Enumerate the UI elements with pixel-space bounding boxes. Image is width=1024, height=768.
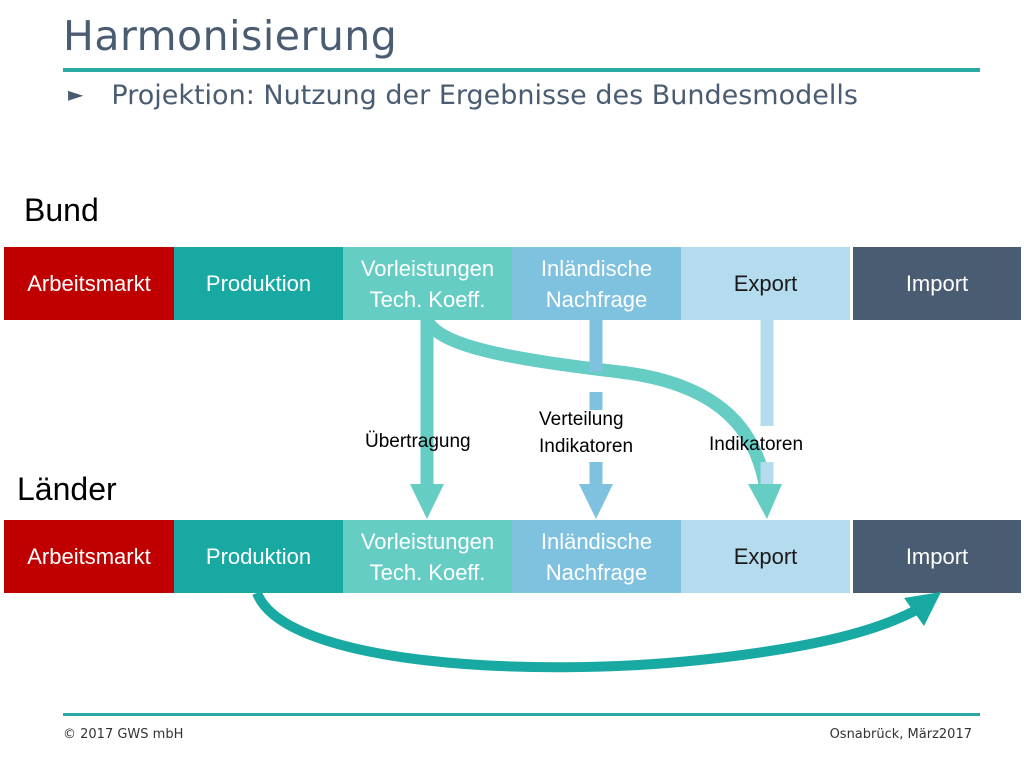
title-underline: [63, 68, 980, 72]
section-label-bund: Bund: [24, 192, 99, 228]
footer-copyright: © 2017 GWS mbH: [63, 727, 184, 742]
bullet-text: Projektion: Nutzung der Ergebnisse des B…: [111, 80, 858, 111]
bund-cell-export: Export: [681, 247, 850, 320]
laender-cell-produktion: Produktion: [174, 520, 343, 593]
laender-cell-import: Import: [853, 520, 1021, 593]
footer-location-date: Osnabrück, März2017: [829, 727, 972, 742]
arrow-uebertragung: [410, 320, 444, 519]
bullet-arrow-icon: ►: [68, 82, 84, 106]
bund-cell-arbeitsmarkt: Arbeitsmarkt: [4, 247, 174, 320]
bund-cell-vorleistungen: Vorleistungen Tech. Koeff.: [343, 247, 512, 320]
bund-cell-import: Import: [853, 247, 1021, 320]
arrow-produktion-to-import: [252, 590, 941, 673]
bullet-point: ► Projektion: Nutzung der Ergebnisse des …: [68, 80, 858, 111]
label-indikatoren: Indikatoren: [709, 434, 804, 455]
slide-title: Harmonisierung: [63, 12, 398, 60]
bund-cell-produktion: Produktion: [174, 247, 343, 320]
section-label-laender: Länder: [17, 471, 117, 507]
laender-cell-export: Export: [681, 520, 850, 593]
laender-cell-inlaendische-nachfrage: Inländische Nachfrage: [512, 520, 681, 593]
label-verteilung-indikatoren: Verteilung Indikatoren: [539, 409, 634, 457]
label-uebertragung: Übertragung: [365, 431, 471, 452]
footer-rule: [63, 713, 980, 716]
laender-cell-vorleistungen: Vorleistungen Tech. Koeff.: [343, 520, 512, 593]
laender-cell-arbeitsmarkt: Arbeitsmarkt: [4, 520, 174, 593]
bund-cell-inlaendische-nachfrage: Inländische Nachfrage: [512, 247, 681, 320]
